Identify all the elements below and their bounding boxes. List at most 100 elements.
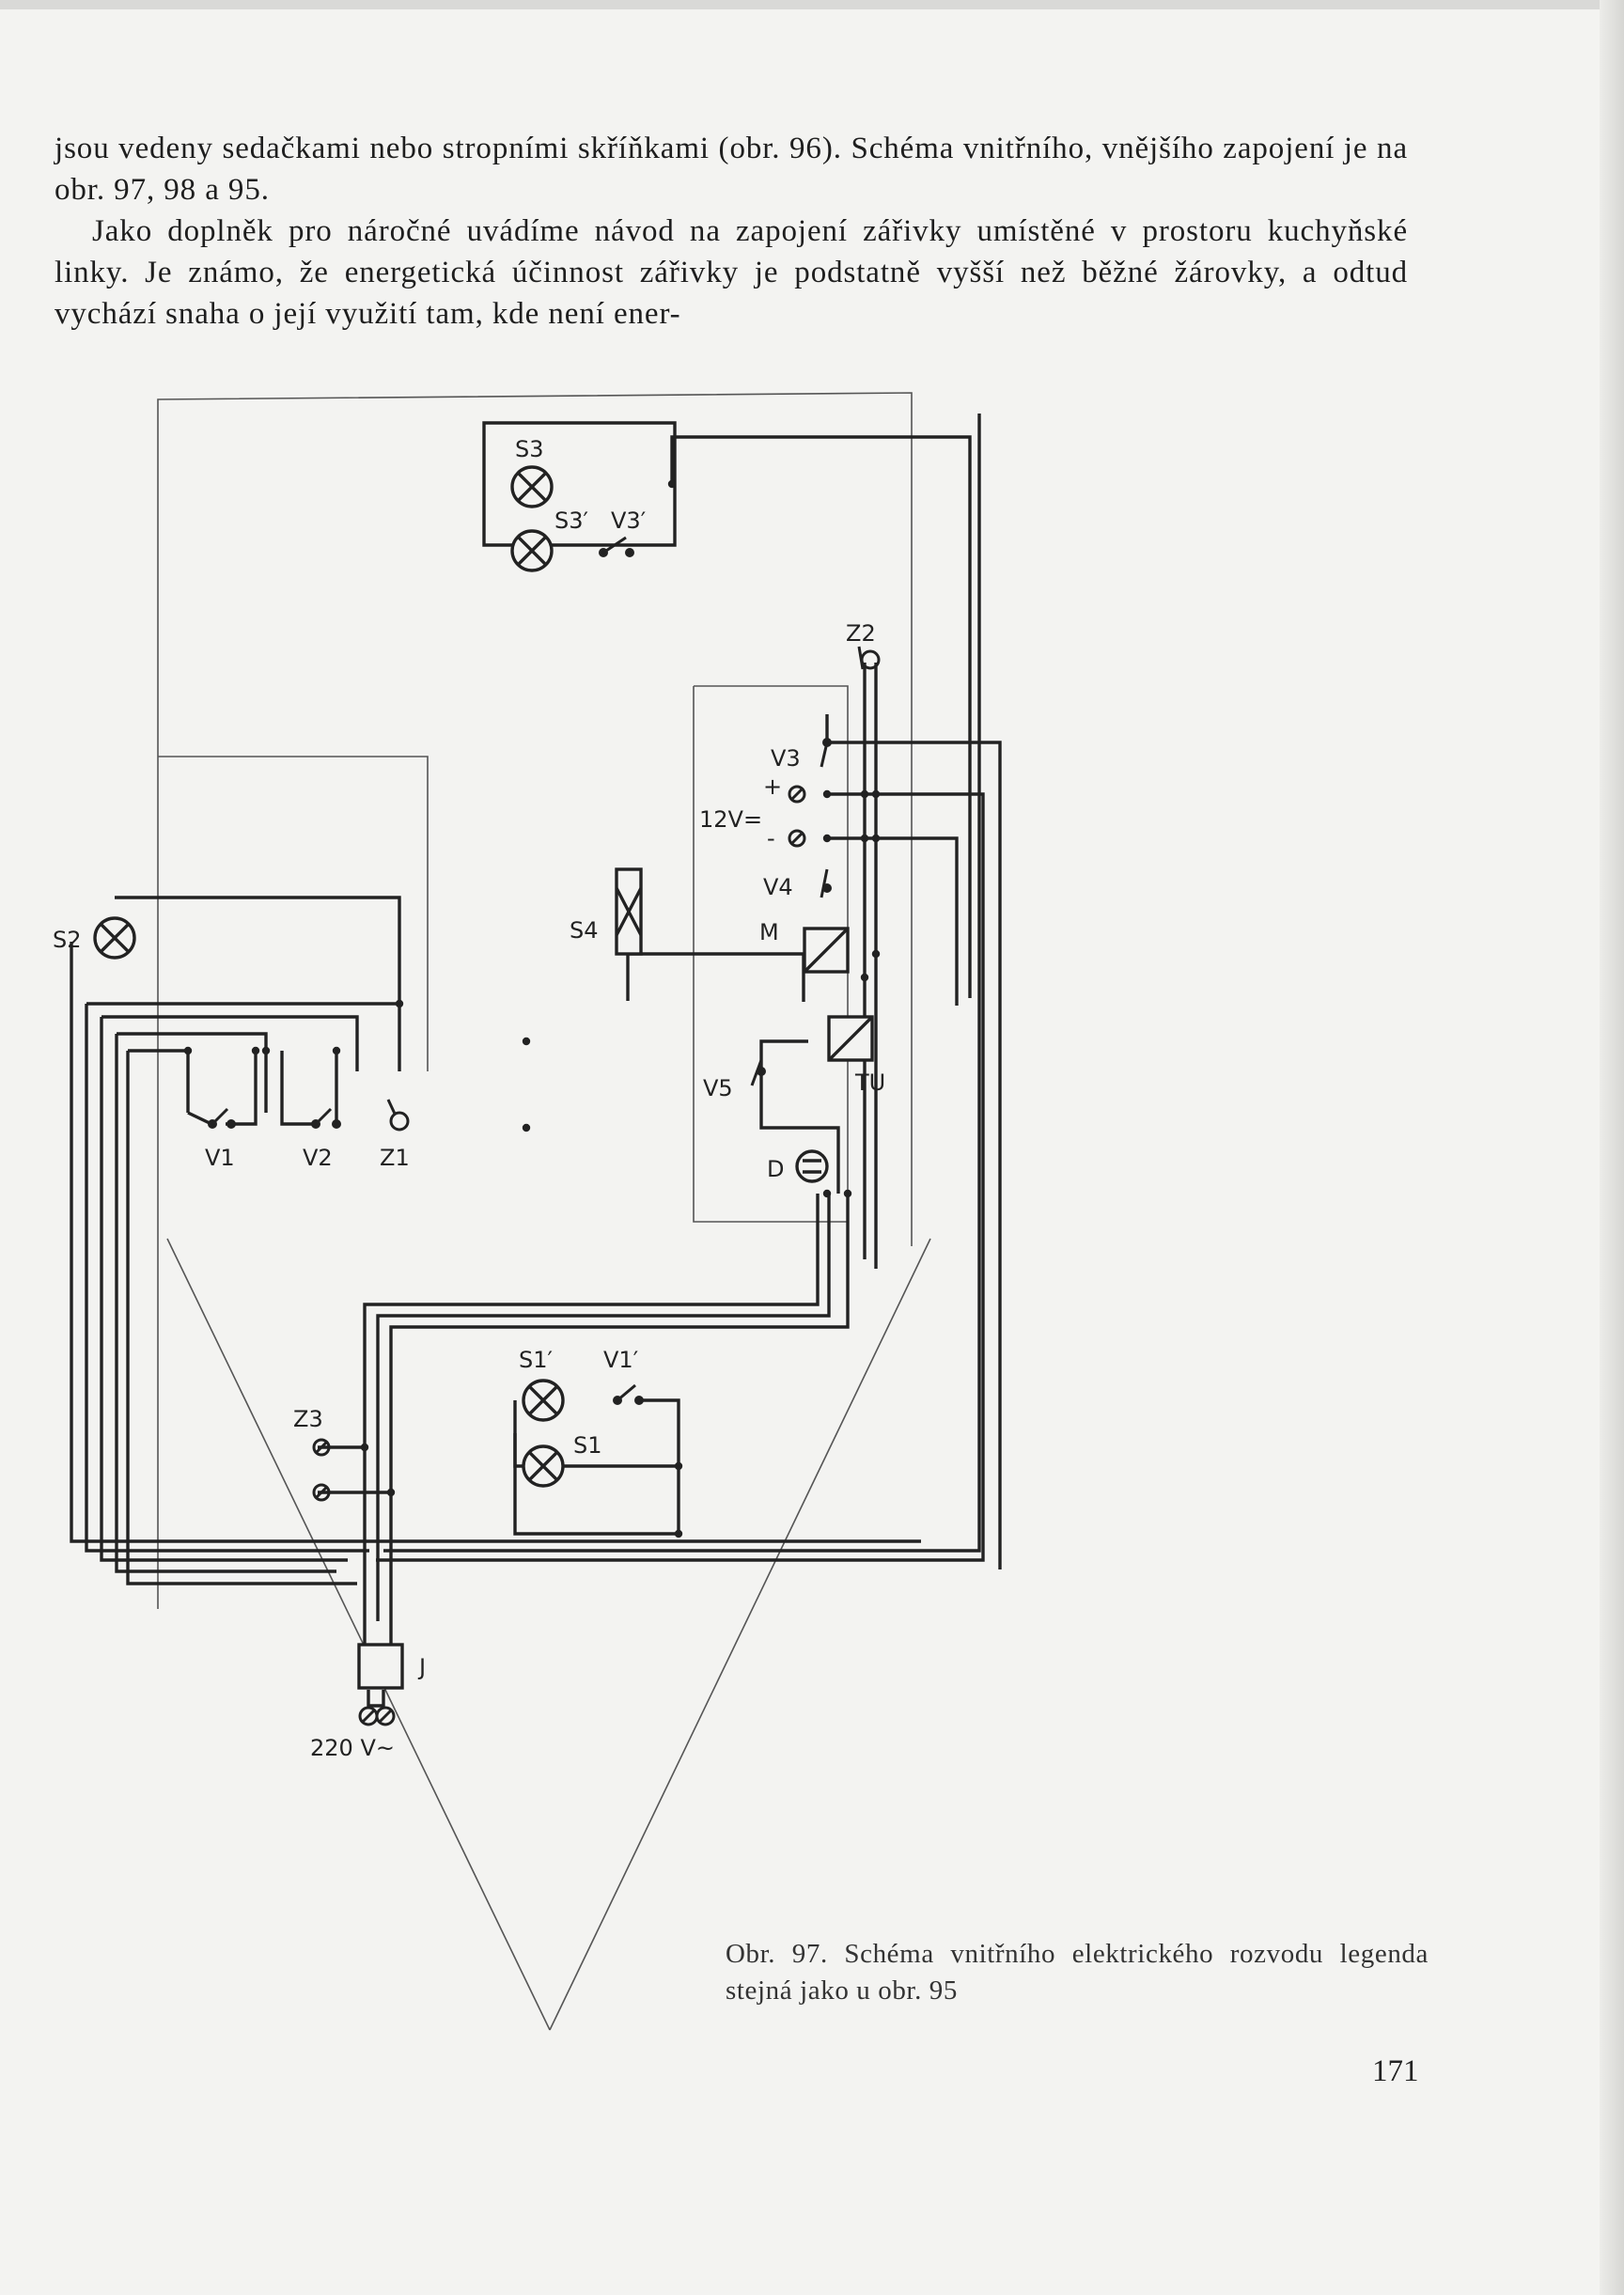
wire-12v-minus	[827, 836, 959, 1006]
room-outlines	[157, 392, 931, 2031]
label-s3-prime: S3′	[554, 507, 588, 534]
wire-12v-plus	[376, 792, 985, 1562]
junction-dot	[822, 1189, 832, 1198]
junction-dot	[822, 789, 832, 799]
lamp-symbols	[93, 465, 565, 1488]
label-s3: S3	[515, 436, 544, 462]
junction-dot	[251, 1046, 260, 1055]
wire-lower-left-5	[117, 1032, 268, 1113]
wire-mains	[367, 1690, 385, 1708]
switch-v4-icon	[820, 868, 832, 898]
lamp-s1-icon	[522, 1444, 565, 1488]
junction-dot	[261, 1046, 271, 1055]
distributor-j-icon	[357, 1643, 404, 1690]
paragraph-2: Jako doplněk pro náročné uvádíme návod n…	[55, 214, 1408, 331]
junction-dot	[667, 479, 677, 489]
wires	[70, 414, 1002, 1708]
switch-and-socket-symbols	[208, 536, 881, 1726]
wire-s2-loop	[115, 896, 401, 1071]
label-d: D	[767, 1156, 784, 1182]
socket-z3-bottom-icon	[312, 1483, 331, 1502]
label-z2: Z2	[846, 620, 876, 647]
label-v5: V5	[703, 1075, 733, 1101]
doorbell-d-icon	[795, 1149, 829, 1183]
wire-s3-feed	[670, 435, 972, 998]
figure-caption: Obr. 97. Schéma vnitřního elektrického r…	[726, 1939, 1429, 2006]
junction-dot	[822, 834, 832, 843]
wire-main-1	[363, 1194, 820, 1621]
light-cone-left	[166, 1238, 551, 2031]
label-v1-prime: V1′	[603, 1347, 638, 1373]
junction-dot	[332, 1046, 341, 1055]
junction-dot	[183, 1046, 193, 1055]
junction-dot	[522, 1123, 531, 1132]
label-s1-prime: S1′	[519, 1347, 553, 1373]
label-v3-prime: V3′	[611, 507, 646, 534]
junction-dot	[871, 789, 881, 799]
wire-v3	[825, 714, 1002, 1569]
label-plus: +	[763, 773, 782, 800]
junction-dot	[843, 1189, 852, 1198]
label-mains: 220 V~	[310, 1735, 395, 1761]
switch-v5-icon	[750, 1059, 766, 1086]
label-v3: V3	[771, 745, 801, 772]
junction-dot	[360, 1443, 369, 1452]
paragraph-1: jsou vedeny sedačkami nebo stropními skř…	[55, 132, 1408, 207]
wire-v1-right	[226, 1053, 258, 1126]
page-right-edge	[1600, 0, 1624, 2295]
label-z1: Z1	[380, 1145, 410, 1171]
junction-dot	[674, 1529, 683, 1538]
label-j: J	[417, 1654, 426, 1680]
junction-dot	[386, 1488, 396, 1497]
label-v2: V2	[303, 1145, 333, 1171]
junction-dot	[860, 973, 869, 982]
transformer-tu-icon	[827, 1015, 874, 1062]
label-s2: S2	[53, 927, 82, 953]
label-s4: S4	[570, 917, 599, 944]
label-z3: Z3	[293, 1406, 323, 1432]
junction-dot	[860, 834, 869, 843]
label-m: M	[759, 919, 779, 945]
diagram-labels: S3 S3′ V3′ Z2 V3 + 12V= - V4 S4 M S2 V5 …	[53, 436, 885, 1761]
upper-cabinet-outline	[158, 756, 429, 1071]
socket-z1-icon	[386, 1099, 410, 1132]
light-cone-right	[549, 1238, 931, 2031]
junction-dot	[522, 1037, 531, 1046]
label-minus: -	[767, 825, 775, 851]
switch-v1-prime-icon	[613, 1383, 644, 1405]
label-tu: TU	[854, 1069, 885, 1096]
wire-lower-left-3	[102, 1015, 359, 1071]
wire-main-3	[389, 1194, 850, 1621]
socket-z2-icon	[857, 646, 881, 670]
junction-dots	[183, 479, 881, 1538]
mains-plug-icon	[358, 1706, 396, 1726]
label-s1: S1	[573, 1432, 602, 1459]
switch-v1-icon	[208, 1107, 236, 1129]
wire-s4-motor	[628, 952, 805, 1002]
wire-s2-left	[70, 942, 921, 1543]
wire-s3-return	[383, 414, 981, 1553]
motor-m-icon	[803, 927, 850, 974]
lamp-s3-icon	[510, 465, 554, 508]
label-v4: V4	[763, 874, 793, 900]
body-text: jsou vedeny sedačkami nebo stropními skř…	[55, 128, 1408, 335]
ceiling-outline	[157, 392, 913, 1609]
page-top-edge	[0, 0, 1624, 9]
label-v1: V1	[205, 1145, 235, 1171]
wire-lower-left-6	[115, 1034, 336, 1573]
fluorescent-tube-s4-icon	[615, 867, 643, 956]
lamp-s3-prime-icon	[510, 529, 554, 572]
wire-lower-left-4	[100, 1017, 348, 1562]
switch-v3-icon	[820, 738, 832, 768]
wire-lower-left-2	[85, 1004, 369, 1553]
lamp-s2-icon	[93, 916, 136, 960]
junction-dot	[674, 1461, 683, 1471]
wire-v2	[280, 1051, 316, 1126]
wire-lower-left-8	[126, 1051, 357, 1585]
junction-dot	[871, 949, 881, 959]
page-number: 171	[1372, 2054, 1419, 2088]
terminal-12v-minus-icon	[788, 829, 806, 848]
switch-v2-icon	[311, 1107, 341, 1129]
